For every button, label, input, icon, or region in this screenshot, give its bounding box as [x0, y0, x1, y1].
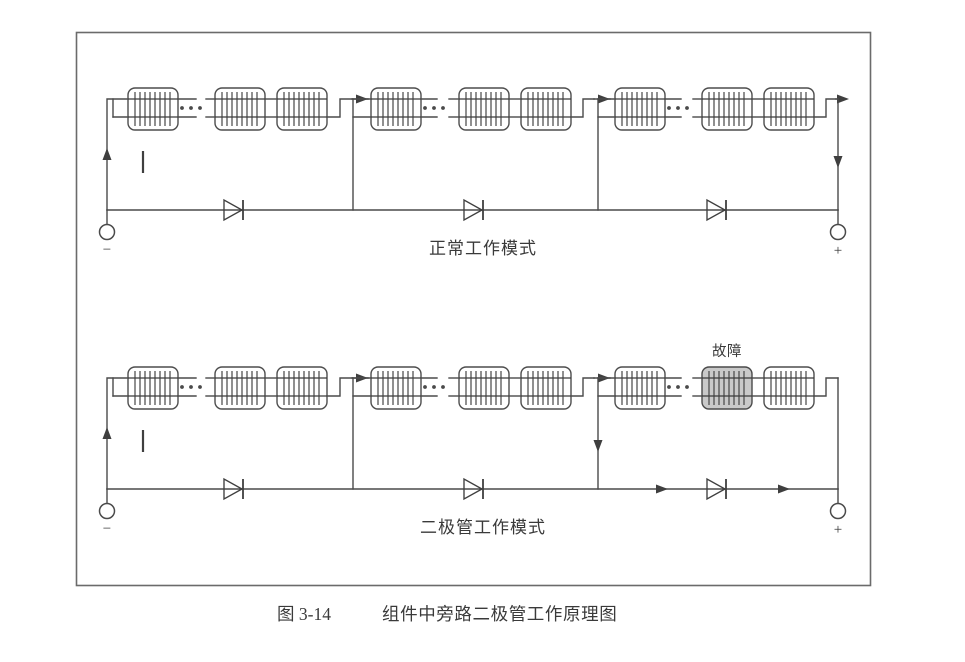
series-ellipsis — [180, 106, 202, 110]
string-output-wrap — [813, 98, 837, 118]
string-output-wrap — [570, 377, 595, 397]
series-ellipsis — [423, 385, 445, 389]
current-arrow-right — [837, 94, 849, 104]
solar-cell — [214, 366, 266, 410]
solar-cell — [276, 366, 328, 410]
solar-cell — [458, 87, 510, 131]
terminal-negative-sign: − — [103, 242, 111, 258]
terminal-positive-sign: + — [834, 243, 842, 259]
string-2 — [352, 366, 611, 410]
current-arrow-up — [102, 148, 112, 160]
terminal-positive-sign: + — [834, 522, 842, 538]
terminal-negative[interactable] — [98, 502, 116, 520]
solar-cell — [370, 87, 422, 131]
panel-diode-mode: 故障 — [98, 342, 847, 538]
string-2 — [352, 87, 611, 131]
bypass-diode-conducting — [706, 477, 727, 501]
solar-cell-fault — [701, 366, 753, 410]
string-3: 故障 — [597, 342, 839, 490]
string-output-wrap — [813, 377, 839, 397]
solar-cell — [763, 87, 815, 131]
fault-label: 故障 — [712, 342, 742, 360]
panel-label-normal-mode: 正常工作模式 — [429, 239, 537, 259]
solar-cell — [701, 87, 753, 131]
series-ellipsis — [180, 385, 202, 389]
solar-cell — [763, 366, 815, 410]
bypass-diode — [463, 198, 484, 222]
terminal-negative[interactable] — [98, 223, 116, 241]
terminal-positive[interactable] — [829, 223, 847, 241]
bypass-diode — [223, 477, 244, 501]
bypass-diode — [463, 477, 484, 501]
solar-cell — [127, 87, 179, 131]
terminal-negative-sign: − — [103, 521, 111, 537]
solar-cell — [614, 366, 666, 410]
figure-frame — [75, 31, 872, 587]
bypass-diode — [223, 198, 244, 222]
solar-cell — [214, 87, 266, 131]
solar-cell — [370, 366, 422, 410]
left-riser-wire — [106, 98, 129, 211]
figure-caption-title: 组件中旁路二极管工作原理图 — [382, 605, 617, 625]
current-arrow-up — [102, 427, 112, 439]
solar-cell — [276, 87, 328, 131]
string-1 — [102, 366, 369, 490]
panel-normal-mode: − + 正常工作模式 — [98, 87, 849, 259]
current-arrow-down — [593, 440, 603, 452]
string-3 — [597, 87, 849, 211]
solar-cell — [127, 366, 179, 410]
terminal-positive[interactable] — [829, 502, 847, 520]
solar-cell — [458, 366, 510, 410]
solar-cell — [614, 87, 666, 131]
figure-caption-number: 图 3-14 — [277, 604, 331, 624]
current-arrow-right — [656, 484, 668, 494]
string-output-wrap — [326, 98, 353, 118]
current-arrow-down — [833, 156, 843, 168]
panel-label-diode-mode: 二极管工作模式 — [420, 518, 546, 538]
left-riser-wire — [106, 377, 129, 490]
series-ellipsis — [667, 106, 689, 110]
solar-cell — [520, 366, 572, 410]
bypass-diode — [706, 198, 727, 222]
solar-cell — [520, 87, 572, 131]
string-output-wrap — [326, 377, 353, 397]
current-arrow-right — [778, 484, 790, 494]
series-ellipsis — [423, 106, 445, 110]
right-rail-wire — [835, 98, 839, 211]
series-ellipsis — [667, 385, 689, 389]
string-output-wrap — [570, 98, 595, 118]
string-1 — [102, 87, 369, 211]
